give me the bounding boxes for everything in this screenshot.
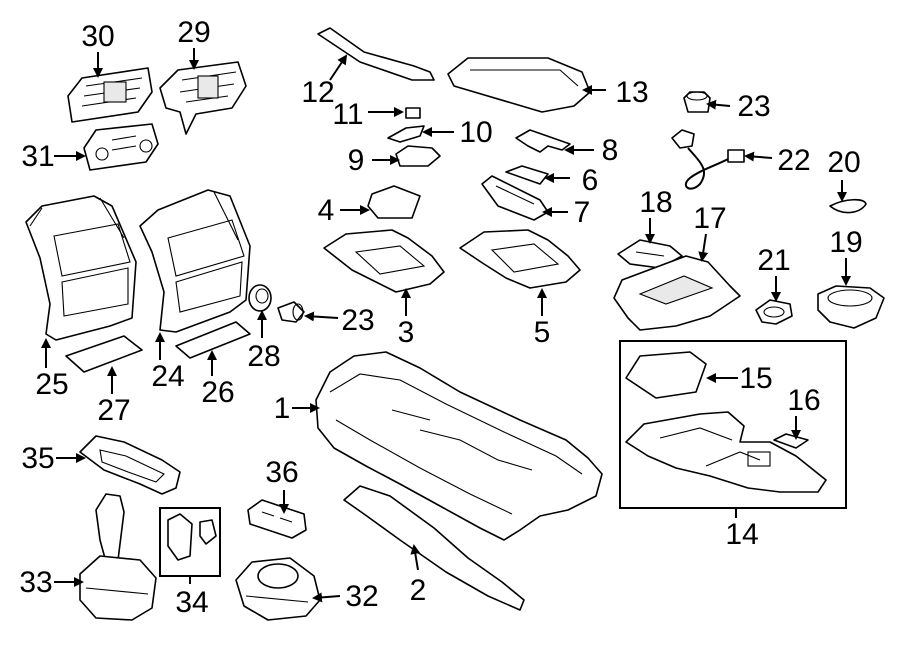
callout-23-lower: 23 <box>341 304 374 337</box>
part-9-bracket <box>395 145 441 167</box>
callout-27: 27 <box>97 394 130 427</box>
part-19-cup-holder <box>817 285 885 329</box>
part-28-grommet <box>248 284 272 312</box>
callout-35: 35 <box>21 442 54 475</box>
callout-1: 1 <box>274 392 291 425</box>
part-16-cap <box>773 433 809 449</box>
callout-36: 36 <box>265 456 298 489</box>
part-13-armrest-lid <box>447 57 591 113</box>
part-3-storage-tray <box>323 229 445 293</box>
callout-10: 10 <box>459 116 492 149</box>
callout-25: 25 <box>35 368 68 401</box>
leader-arrows <box>41 48 851 603</box>
part-11-clip <box>405 107 421 119</box>
callout-26: 26 <box>201 376 234 409</box>
part-27-liner-mat <box>65 335 143 373</box>
callout-2: 2 <box>410 574 427 607</box>
callout-9: 9 <box>348 144 365 177</box>
callout-labels: 30 29 31 12 11 10 9 13 8 6 7 4 3 5 23 22… <box>19 16 862 619</box>
part-17-console-insert <box>613 255 741 331</box>
callout-23-upper: 23 <box>737 90 770 123</box>
callout-13: 13 <box>615 76 648 109</box>
part-20-cap <box>829 198 867 214</box>
part-25-left-rear-panel <box>25 195 137 341</box>
part-24-right-rear-panel <box>139 189 251 333</box>
part-14-assembly-frame <box>619 340 847 509</box>
callout-7: 7 <box>574 196 591 229</box>
callout-6: 6 <box>582 164 599 197</box>
callout-22: 22 <box>777 144 810 177</box>
callout-3: 3 <box>398 316 415 349</box>
part-31-rear-control-panel <box>83 123 159 171</box>
callout-21: 21 <box>757 244 790 277</box>
callout-33: 33 <box>19 566 52 599</box>
part-23-plug-lower <box>277 301 305 323</box>
part-26-liner-mat <box>175 321 251 359</box>
part-33-gear-shifter <box>79 493 157 621</box>
part-34-button-set <box>159 507 221 577</box>
part-23-plug-upper <box>683 91 711 113</box>
part-22-socket-cable <box>671 129 745 190</box>
part-4-mat <box>367 185 421 219</box>
part-32-idrive-controller <box>235 557 321 621</box>
callout-17: 17 <box>693 202 726 235</box>
part-21-cup-insert <box>755 299 793 325</box>
callout-34: 34 <box>175 586 208 619</box>
callout-16: 16 <box>787 384 820 417</box>
callout-12: 12 <box>301 76 334 109</box>
part-1-center-console <box>315 351 603 541</box>
callout-28: 28 <box>247 340 280 373</box>
part-12-trim-strip <box>317 27 435 81</box>
part-5-storage-tray <box>459 229 581 289</box>
callout-18: 18 <box>639 186 672 219</box>
part-10-bracket <box>387 125 425 143</box>
part-18-tray <box>617 239 683 269</box>
callout-11: 11 <box>332 98 363 131</box>
callout-14: 14 <box>725 518 758 551</box>
part-2-side-trim <box>343 485 525 611</box>
callout-19: 19 <box>829 226 862 259</box>
part-15-cover <box>625 351 707 399</box>
callout-8: 8 <box>602 134 619 167</box>
part-35-shifter-bezel <box>79 435 181 495</box>
part-6-mat <box>505 165 549 185</box>
callout-31: 31 <box>21 140 54 173</box>
part-36-switch-panel <box>247 499 307 539</box>
callout-24: 24 <box>151 360 184 393</box>
part-29-vent-housing <box>159 61 247 135</box>
callout-32: 32 <box>345 580 378 613</box>
callout-15: 15 <box>739 362 772 395</box>
callout-30: 30 <box>81 20 114 53</box>
part-8-bracket <box>515 129 571 153</box>
callout-4: 4 <box>318 194 335 227</box>
part-30-rear-air-vent <box>67 67 153 123</box>
callout-29: 29 <box>177 16 210 49</box>
callout-20: 20 <box>827 146 860 179</box>
part-14-console-section <box>625 411 827 493</box>
callout-5: 5 <box>534 316 551 349</box>
